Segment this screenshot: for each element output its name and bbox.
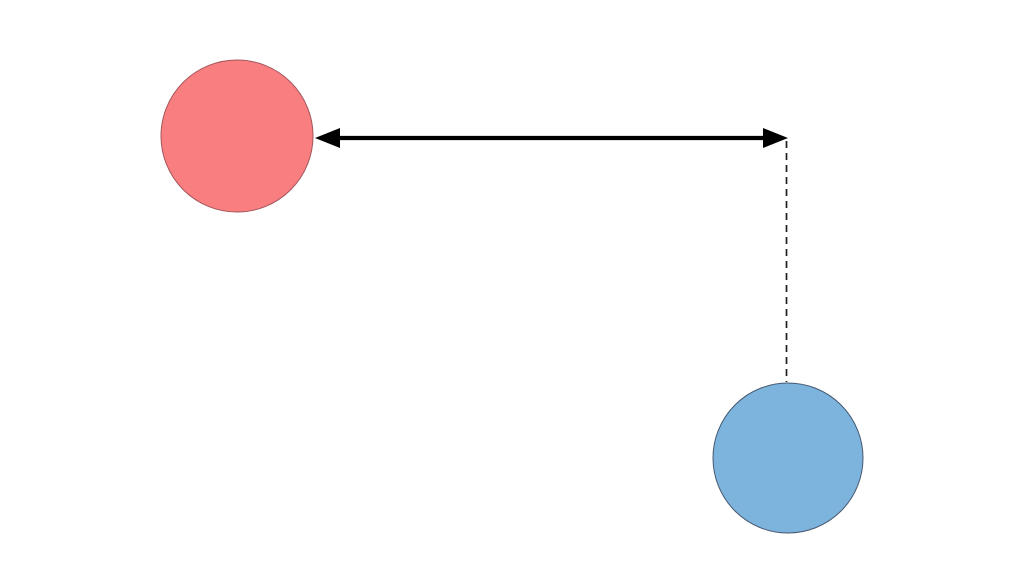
red-circle bbox=[160, 59, 314, 213]
blue-circle bbox=[712, 382, 864, 534]
arrowhead-right bbox=[763, 128, 788, 148]
arrowhead-left bbox=[315, 128, 340, 148]
